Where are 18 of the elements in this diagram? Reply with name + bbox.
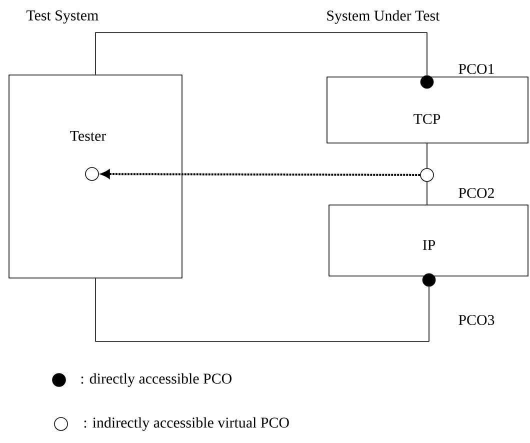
connector-line [426,142,428,168]
pco-label: PCO3 [458,314,494,325]
connector-line [95,278,430,342]
connector-line [95,32,428,76]
system-label: Test System [26,10,98,24]
tester-box: Tester [8,74,182,278]
layer-box: IP [328,204,528,276]
connector-line [426,181,428,205]
pco-label: PCO2 [458,188,494,198]
open-circle [85,167,99,181]
pco-label: PCO1 [458,64,494,74]
legend-text: : indirectly accessible virtual PCO [84,417,289,431]
legend-text: : directly accessible PCO [81,373,232,387]
open-circle [420,168,434,182]
layer-box: TCP [326,76,528,144]
filled-dot [422,273,436,287]
arrow [101,170,420,178]
system-label: System Under Test [327,10,440,24]
